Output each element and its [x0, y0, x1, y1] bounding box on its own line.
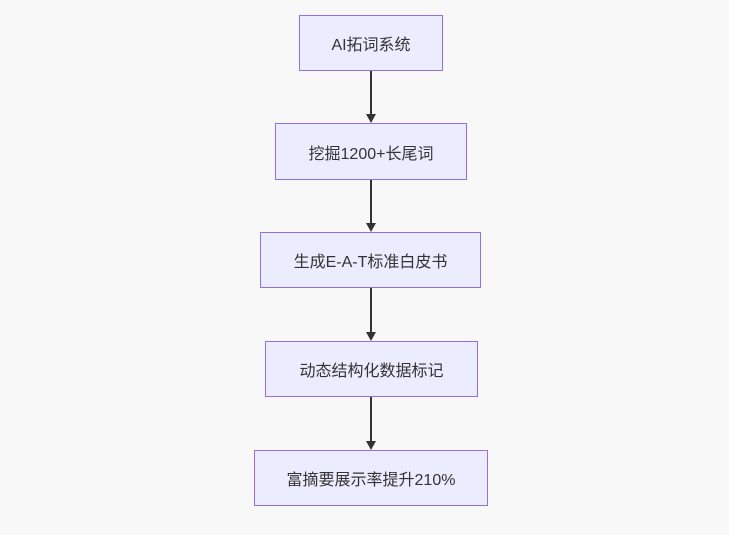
arrow-head-icon — [366, 332, 376, 341]
flow-arrow — [365, 71, 377, 123]
arrow-line — [370, 288, 372, 332]
arrow-line — [370, 71, 372, 114]
node-label: 动态结构化数据标记 — [299, 363, 444, 380]
arrow-head-icon — [366, 114, 376, 123]
node-label: 生成E-A-T标准白皮书 — [293, 254, 448, 271]
node-structured-data-markup: 动态结构化数据标记 — [265, 341, 478, 397]
node-rich-snippet-result: 富摘要展示率提升210% — [254, 450, 488, 506]
node-label: 富摘要展示率提升210% — [286, 472, 456, 489]
arrow-head-icon — [366, 223, 376, 232]
node-label: AI拓词系统 — [331, 37, 411, 54]
node-ai-keyword-system: AI拓词系统 — [299, 15, 443, 71]
arrow-line — [370, 397, 372, 441]
arrow-head-icon — [366, 441, 376, 450]
arrow-line — [370, 180, 372, 223]
flow-arrow — [365, 180, 377, 232]
node-longtail-mining: 挖掘1200+长尾词 — [275, 123, 467, 180]
node-eat-whitepaper: 生成E-A-T标准白皮书 — [260, 232, 481, 288]
flow-arrow — [365, 397, 377, 450]
flow-arrow — [365, 288, 377, 341]
node-label: 挖掘1200+长尾词 — [308, 145, 434, 163]
